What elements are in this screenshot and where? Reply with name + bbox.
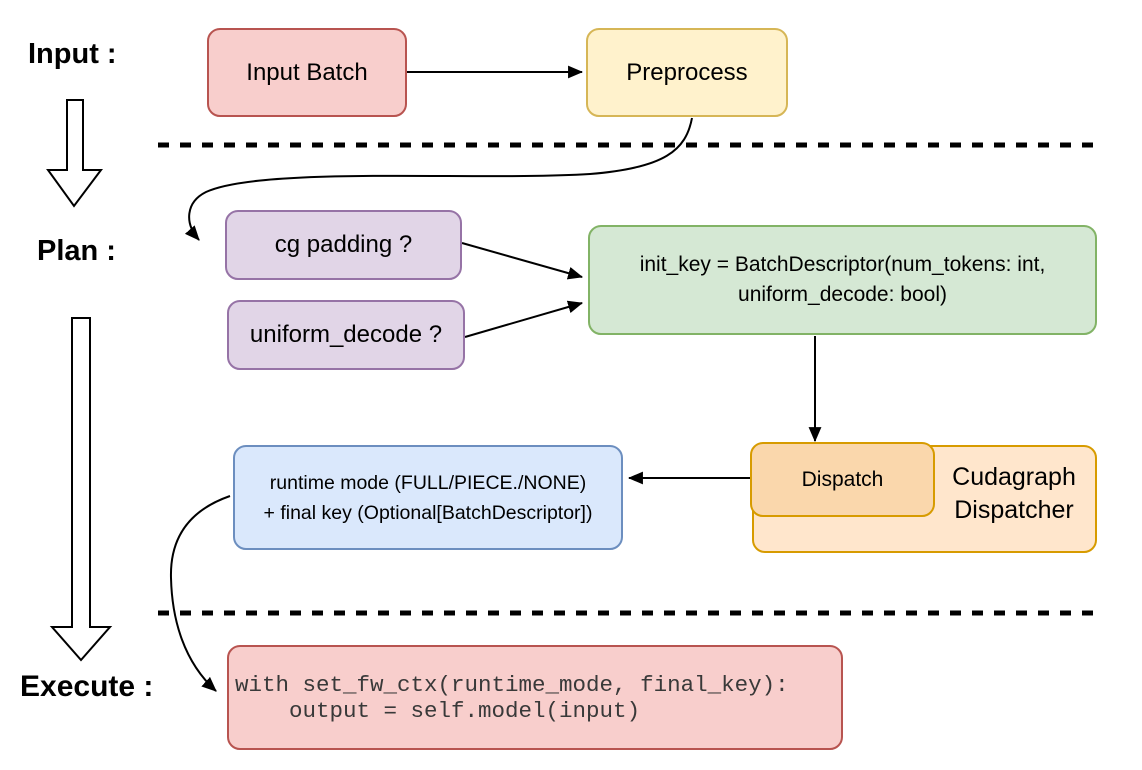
node-execute-code-line1: with set_fw_ctx(runtime_mode, final_key)…: [235, 671, 789, 698]
node-execute-code-line2: output = self.model(input): [235, 697, 641, 724]
node-init-key: init_key = BatchDescriptor(num_tokens: i…: [588, 225, 1097, 335]
node-cudagraph-dispatcher-line1: Cudagraph: [952, 463, 1076, 491]
arrow-uniform-decode-to-init-key: [464, 300, 584, 338]
section-label-execute: Execute :: [20, 670, 154, 703]
node-execute-code: with set_fw_ctx(runtime_mode, final_key)…: [227, 645, 843, 750]
node-runtime-mode: runtime mode (FULL/PIECE./NONE) + final …: [233, 445, 623, 550]
node-uniform-decode-label: uniform_decode ?: [249, 321, 443, 348]
arrow-cg-padding-to-init-key: [461, 242, 584, 280]
node-cudagraph-dispatcher-line2: Dispatcher: [954, 496, 1074, 524]
node-input-batch: Input Batch: [207, 28, 407, 117]
node-runtime-mode-line1: runtime mode (FULL/PIECE./NONE): [269, 471, 587, 494]
node-preprocess: Preprocess: [586, 28, 788, 117]
flow-arrow-input-to-plan: [46, 99, 103, 208]
section-label-plan: Plan :: [37, 235, 116, 267]
node-input-batch-label: Input Batch: [246, 58, 368, 86]
node-preprocess-label: Preprocess: [626, 58, 748, 86]
node-dispatch: Dispatch: [750, 442, 935, 517]
node-init-key-line1: init_key = BatchDescriptor(num_tokens: i…: [639, 253, 1046, 276]
node-dispatch-label: Dispatch: [801, 467, 884, 491]
node-runtime-mode-line2: + final key (Optional[BatchDescriptor]): [263, 501, 593, 524]
arrow-runtime-mode-to-execute-code: [169, 495, 231, 692]
section-label-input: Input :: [28, 38, 117, 70]
node-init-key-line2: uniform_decode: bool): [738, 283, 947, 306]
node-uniform-decode: uniform_decode ?: [227, 300, 465, 370]
node-cudagraph-dispatcher-label: Cudagraph Dispatcher: [928, 461, 1100, 527]
arrow-preprocess-to-cg-padding: [184, 117, 693, 241]
flow-arrow-plan-to-execute: [49, 317, 113, 662]
node-cg-padding-label: cg padding ?: [274, 231, 413, 258]
node-cg-padding: cg padding ?: [225, 210, 462, 280]
